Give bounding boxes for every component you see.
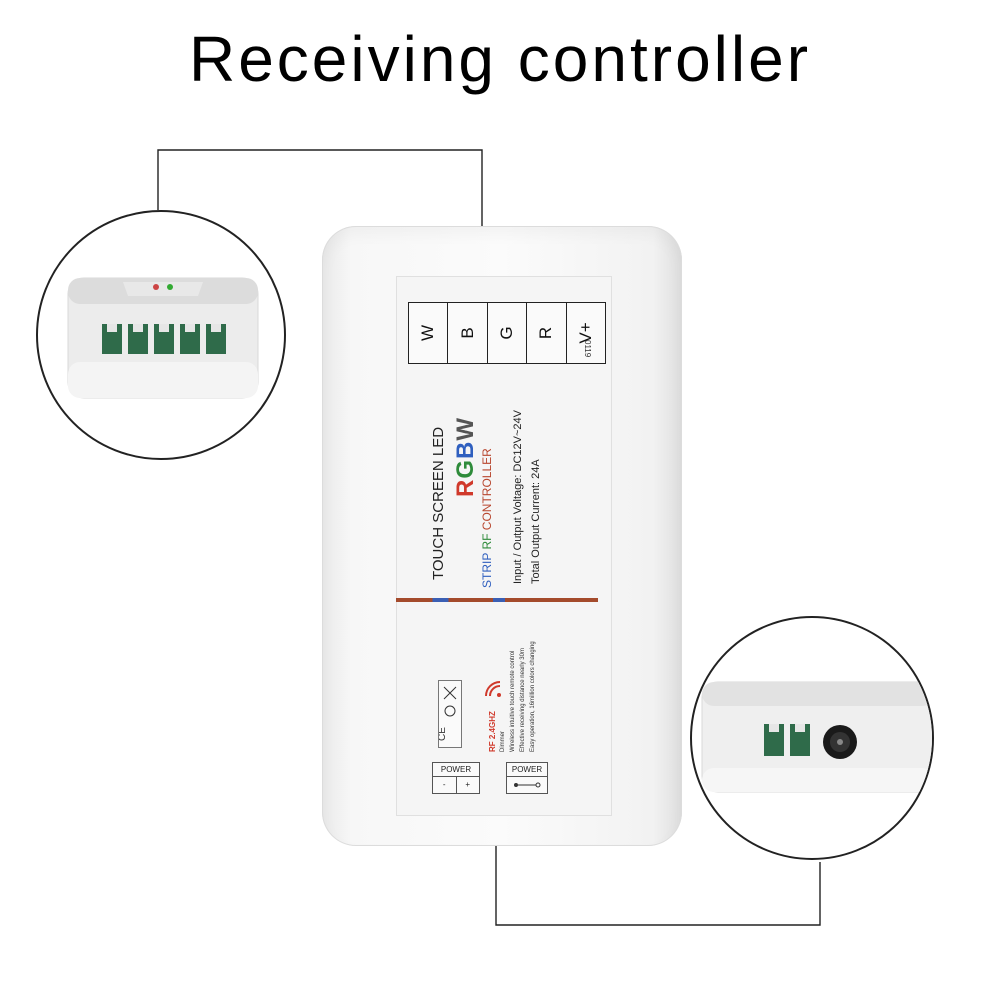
model-code: 0119 [583, 340, 592, 358]
power-terminal-pins [764, 724, 810, 756]
rf-label: RF 2.4GHZ [488, 711, 497, 752]
brand-line-1: TOUCH SCREEN LED [430, 426, 447, 580]
power-label-left: POWER - + [432, 762, 480, 794]
zoom-power-side [690, 616, 934, 860]
feature-2: Wireless intuitive touch remote control [510, 650, 516, 752]
feature-1: Dimmer [500, 731, 506, 752]
terminal-label-box: W B G R V+ [408, 302, 606, 364]
wifi-signal-icon [485, 681, 501, 697]
color-stripe [396, 598, 598, 602]
polarity-icon [514, 782, 541, 788]
terminal-w: W [409, 303, 449, 363]
terminal-r: R [527, 303, 567, 363]
terminal-pins [102, 324, 226, 354]
zoom-terminal-side [36, 210, 286, 460]
power-side-image [701, 681, 932, 793]
device-label [396, 276, 612, 816]
brand-rgbw: RGBW [452, 416, 479, 497]
voltage-spec: Input / Output Voltage: DC12V~24V [512, 410, 524, 584]
feature-4: Easy operation, 16million colors changin… [530, 641, 536, 752]
feature-3: Effective receiving distance nearly 30m [520, 648, 526, 752]
terminal-side-image [67, 277, 259, 399]
terminal-b: B [448, 303, 488, 363]
dc-jack [823, 725, 857, 759]
svg-text:CE: CE [439, 727, 448, 741]
brand-line-3: STRIP RF CONTROLLER [480, 448, 494, 588]
current-spec: Total Output Current: 24A [530, 459, 542, 584]
certification-marks: CE [437, 680, 462, 748]
power-label-right: POWER [506, 762, 548, 794]
page-title: Receiving controller [188, 23, 812, 95]
terminal-g: G [488, 303, 528, 363]
ce-rohs-icon: CE [437, 686, 457, 741]
